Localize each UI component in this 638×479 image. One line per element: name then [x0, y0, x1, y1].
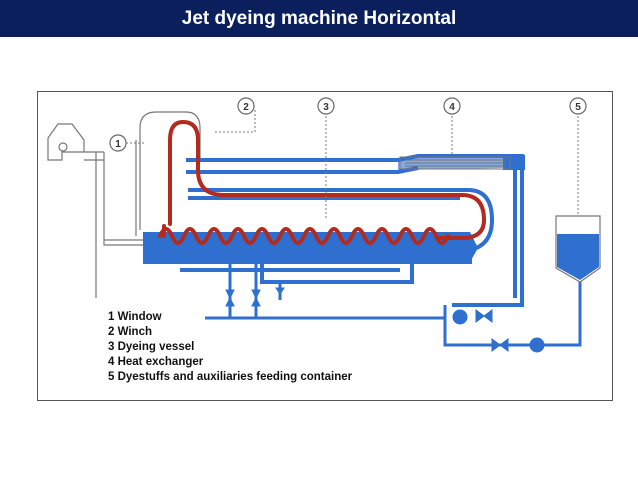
callout-4	[443, 97, 461, 115]
exhaust-housing	[47, 123, 150, 298]
legend-item-window: 1 Window	[108, 311, 162, 323]
callout-3	[317, 97, 335, 115]
callout-label-5: 5	[575, 102, 581, 113]
callout-label-1: 1	[115, 139, 121, 150]
feeding-container	[555, 215, 601, 283]
title-bar	[0, 0, 638, 37]
legend: 1 Window 2 Winch 3 Dyeing vessel 4 Heat …	[108, 310, 352, 385]
callout-label-4: 4	[449, 102, 455, 113]
heat-exchanger	[399, 156, 511, 170]
callout-5	[569, 97, 587, 115]
legend-item-heat-exchanger: 4 Heat exchanger	[108, 356, 204, 368]
valve-icons	[225, 287, 509, 352]
winch-housing	[135, 111, 201, 236]
drain-pipes	[205, 262, 582, 347]
page-title: Jet dyeing machine Horizontal	[181, 8, 457, 29]
callout-label-3: 3	[323, 102, 329, 113]
legend-item-feeding-container: 5 Dyestuffs and auxiliaries feeding cont…	[108, 371, 353, 383]
fabric-rope	[158, 119, 487, 245]
legend-item-dyeing-vessel: 3 Dyeing vessel	[108, 341, 195, 353]
callout-1	[109, 134, 127, 152]
callout-circles	[109, 97, 587, 152]
callout-leaders	[126, 110, 579, 220]
pump-icons	[452, 309, 545, 353]
callout-2	[237, 97, 255, 115]
callout-label-2: 2	[243, 102, 249, 113]
legend-item-winch: 2 Winch	[108, 326, 152, 338]
